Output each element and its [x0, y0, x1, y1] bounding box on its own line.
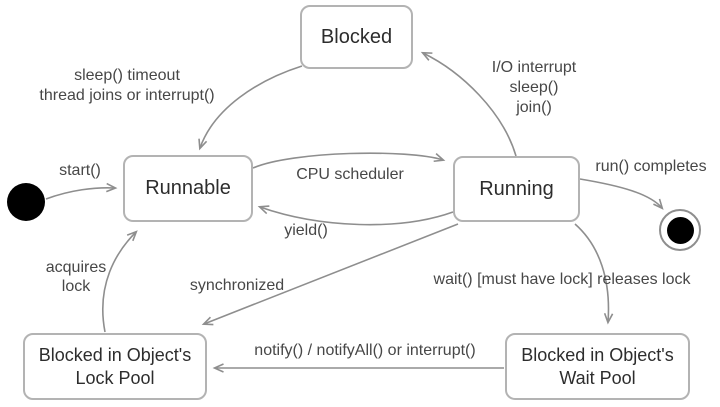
label-sleep-timeout-line2: thread joins or interrupt() [39, 87, 215, 104]
state-runnable: Runnable [123, 155, 253, 222]
transition-acquires-lock-arrow [101, 230, 138, 333]
label-start: start() [59, 162, 101, 179]
transition-synchronized-arrow [201, 223, 459, 326]
label-io-interrupt: I/O interrupt sleep() join() [492, 58, 576, 118]
label-wait-releases-lock: wait() [must have lock] releases lock [433, 271, 691, 288]
label-io-interrupt-line3: join() [516, 99, 552, 116]
state-running: Running [453, 156, 580, 222]
state-blocked-label: Blocked [320, 25, 393, 48]
state-lock-pool-label-line1: Blocked in Object's [38, 344, 192, 365]
label-synchronized: synchronized [189, 277, 285, 294]
state-blocked-lock-pool: Blocked in Object's Lock Pool [23, 333, 207, 400]
state-blocked-wait-pool: Blocked in Object's Wait Pool [505, 333, 690, 400]
label-notify: notify() / notifyAll() or interrupt() [254, 342, 476, 359]
transition-run-completes-arrow [579, 178, 664, 210]
transition-start-arrow [45, 182, 118, 200]
label-acquires-lock: acquires lock [46, 258, 106, 296]
label-acquires-lock-line1: acquires [45, 259, 107, 276]
label-io-interrupt-line2: sleep() [509, 79, 559, 96]
state-running-label: Running [479, 177, 554, 200]
state-lock-pool-label-line2: Lock Pool [75, 367, 155, 388]
final-state-inner-dot [666, 216, 694, 244]
label-io-interrupt-line1: I/O interrupt [491, 59, 577, 76]
final-state-dot [659, 209, 701, 251]
label-acquires-lock-line2: lock [61, 278, 91, 295]
transition-yield-arrow [257, 205, 454, 226]
transition-blocked-to-runnable-arrow [198, 65, 303, 151]
transition-cpu-scheduler-arrow [252, 152, 446, 169]
state-runnable-label: Runnable [145, 177, 231, 199]
state-blocked: Blocked [300, 5, 413, 69]
transition-wait-arrow [574, 223, 614, 325]
initial-state-dot [7, 183, 45, 221]
label-sleep-timeout: sleep() timeout thread joins or interrup… [39, 66, 214, 106]
label-cpu-scheduler: CPU scheduler [296, 166, 404, 183]
transition-running-to-blocked-arrow [420, 51, 517, 157]
state-wait-pool-label-line2: Wait Pool [559, 367, 636, 388]
label-run-completes: run() completes [595, 158, 707, 175]
label-sleep-timeout-line1: sleep() timeout [74, 67, 180, 84]
state-wait-pool-label-line1: Blocked in Object's [521, 344, 674, 365]
label-yield: yield() [284, 222, 328, 239]
